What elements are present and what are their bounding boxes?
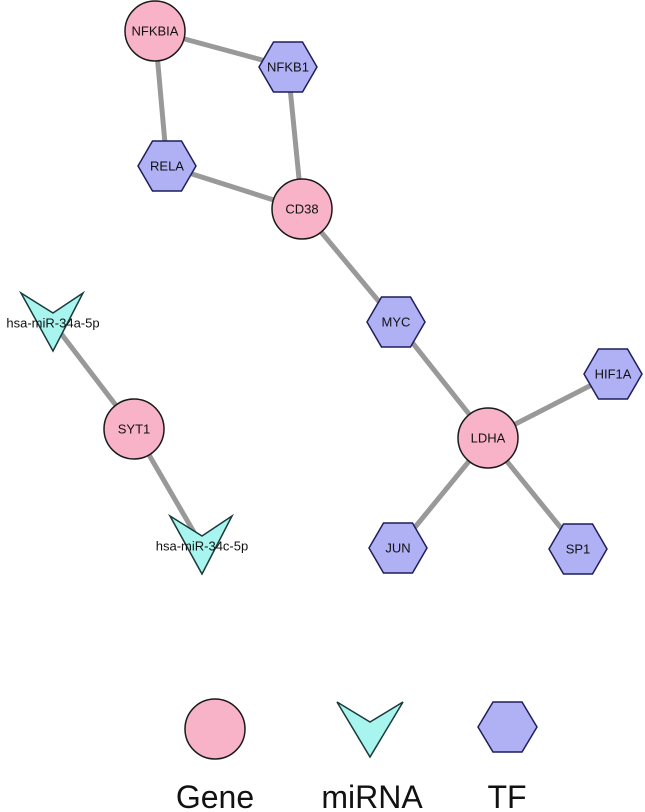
gene-circle-icon	[103, 398, 165, 460]
legend-item-gene: Gene	[176, 698, 254, 812]
tf-hexagon-icon	[368, 522, 428, 574]
node-label: JUN	[385, 541, 410, 556]
gene-circle-icon	[457, 407, 519, 469]
tf-hexagon-icon	[583, 348, 643, 400]
legend-gene-circle-icon	[184, 698, 246, 760]
gene-circle-icon	[124, 0, 186, 62]
gene-circle-icon	[271, 178, 333, 240]
node-label: MYC	[382, 315, 411, 330]
node-label: SP1	[566, 542, 591, 557]
legend: Gene miRNA TF	[176, 698, 538, 812]
node-myc[interactable]: MYC	[366, 296, 426, 348]
legend-item-mirna: miRNA	[321, 701, 423, 812]
node-ldha[interactable]: LDHA	[457, 407, 519, 469]
node-rela[interactable]: RELA	[137, 140, 197, 192]
node-nfkb1[interactable]: NFKB1	[258, 41, 318, 93]
mirna-chevron-icon	[18, 290, 86, 353]
legend-tf-hexagon-icon	[477, 701, 538, 753]
tf-hexagon-icon	[548, 523, 608, 575]
legend-gene-label: Gene	[176, 779, 254, 812]
node-cd38[interactable]: CD38	[271, 178, 333, 240]
node-label: NFKBIA	[132, 24, 179, 39]
node-jun[interactable]: JUN	[368, 522, 428, 574]
mirna-chevron-icon	[167, 513, 235, 576]
node-label: NFKB1	[267, 60, 309, 75]
legend-item-tf: TF	[477, 701, 538, 812]
node-label: RELA	[150, 159, 184, 174]
legend-mirna-label: miRNA	[321, 779, 423, 812]
node-syt1[interactable]: SYT1	[103, 398, 165, 460]
tf-hexagon-icon	[258, 41, 318, 93]
legend-tf-label: TF	[487, 779, 526, 812]
tf-hexagon-icon	[137, 140, 197, 192]
node-label: SYT1	[118, 422, 151, 437]
node-hsa-mir-34a-5p[interactable]: hsa-miR-34a-5p	[6, 290, 100, 353]
node-label: hsa-miR-34c-5p	[156, 539, 248, 554]
tf-hexagon-icon	[366, 296, 426, 348]
node-label: LDHA	[471, 431, 506, 446]
legend-mirna-chevron-icon	[336, 701, 404, 759]
node-sp1[interactable]: SP1	[548, 523, 608, 575]
edges-layer	[50, 28, 616, 552]
node-label: HIF1A	[595, 367, 632, 382]
node-label: hsa-miR-34a-5p	[6, 316, 99, 331]
node-hsa-mir-34c-5p[interactable]: hsa-miR-34c-5p	[156, 513, 248, 576]
node-label: CD38	[285, 202, 318, 217]
node-hif1a[interactable]: HIF1A	[583, 348, 643, 400]
node-nfkbia[interactable]: NFKBIA	[124, 0, 186, 62]
